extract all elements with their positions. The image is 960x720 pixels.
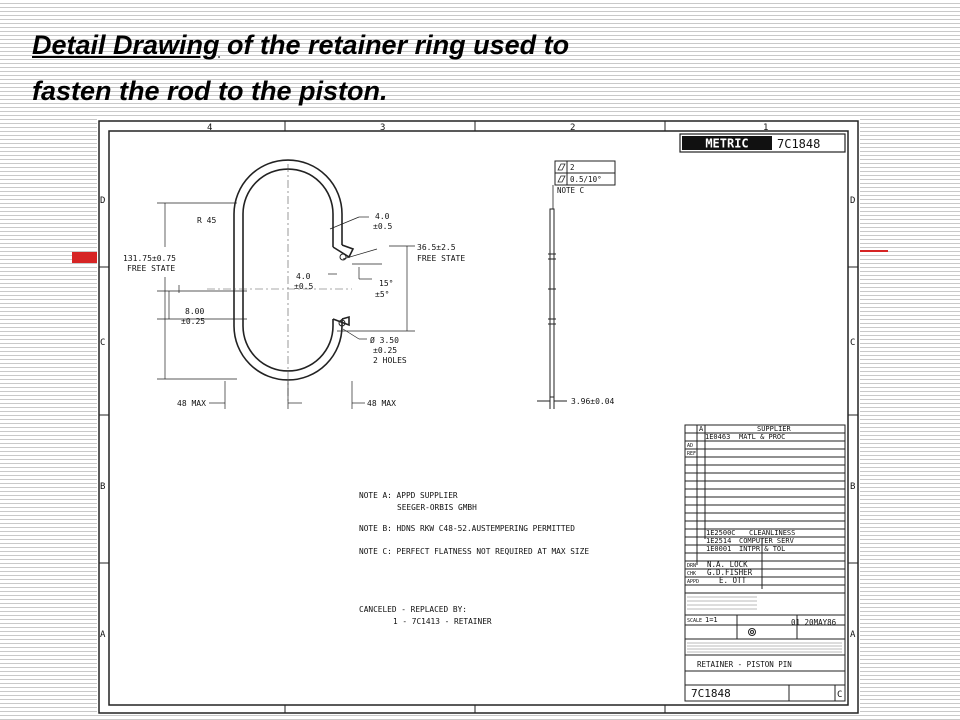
tb-ref-1-code: 1E2500C [706,529,736,537]
title-block-hatch [687,596,842,653]
border-letter: A [100,630,106,640]
retainer-ring-side-view [537,208,567,409]
tb-part-name: RETAINER - PISTON PIN [697,660,792,669]
tb-scale: 1=1 [705,616,718,624]
title-underlined: Detail Drawing [32,30,220,60]
metric-logo: METRIC [705,137,748,151]
canceled-line-1: CANCELED - REPLACED BY: [359,605,467,614]
engineering-drawing: 4 3 2 1 D C B A D C B A METRIC 7C1848 2 … [97,119,860,715]
dim-hole: Ø 3.50 [370,335,399,345]
dim-hole-tol: ±0.25 [373,346,397,355]
tb-mat-code: 1E0463 [705,433,730,441]
slide-title: Detail Drawing of the retainer ring used… [32,22,932,114]
dim-angle: 15° [379,279,393,288]
border-letter: B [100,482,105,492]
flatness-per-length: 0.5/10° [570,175,602,184]
ring-hole-lower [338,319,346,327]
tb-row-ref: REF [687,451,696,457]
dim-height-state: FREE STATE [127,264,175,273]
dim-gap-b: 4.0 [296,272,311,281]
metric-header-box [679,133,846,153]
note-a-line-2: SEEGER-ORBIS GMBH [397,503,477,512]
border-letter: D [100,196,105,206]
tb-row-ad: AD [687,443,693,449]
title-line-2: fasten the rod to the piston. [32,76,388,106]
dim-gap-a: 4.0 [375,212,390,221]
tb-appd: E. OTT [719,576,747,585]
flatness-control-box [554,160,616,186]
tb-supplier: SUPPLIER [757,425,792,433]
tb-drn: N.A. LOCK [707,560,748,569]
tb-ref-2: COMPUTER SERV [739,537,795,545]
tb-supplier-code: A [699,425,704,433]
note-a-line-1: NOTE A: APPD SUPPLIER [359,491,458,500]
flatness-note-ref: NOTE C [557,186,584,195]
border-number: 1 [763,123,768,133]
note-c: NOTE C: PERFECT FLATNESS NOT REQUIRED AT… [359,547,589,556]
red-accent-bar [72,252,102,263]
header-part-number: 7C1848 [777,137,820,151]
border-letter: C [100,338,105,348]
border-letter: D [850,196,855,206]
tb-scale-label: SCALE [687,618,702,624]
dim-opening-state: FREE STATE [417,254,465,263]
tb-drn-label: DRN [687,563,696,569]
border-number: 2 [570,123,575,133]
dim-lug: 8.00 [185,307,204,316]
border-letter: B [850,482,855,492]
border-letter: A [850,630,856,640]
title-line-1: Detail Drawing of the retainer ring used… [32,22,932,68]
tb-appd-label: APPD [687,579,699,585]
tb-mat: MATL & PROC [739,433,785,441]
dim-radius: R 45 [197,216,216,225]
dim-width-right: 48 MAX [367,399,396,408]
dim-thickness: 3.96±0.04 [571,397,615,406]
border-number: 3 [380,123,385,133]
tb-ref-3-code: 1E0001 [706,545,731,553]
tb-ref-1: CLEANLINESS [749,529,795,537]
note-b: NOTE B: HDNS RKW C48-52.AUSTEMPERING PER… [359,524,575,533]
flatness-value: 2 [570,163,575,172]
title-line-1-rest: of the retainer ring used to [219,30,570,60]
ring-hole-upper [339,253,347,261]
inner-border [108,130,849,706]
retainer-ring-outline [233,159,355,381]
tb-date: 01 20MAY86 [791,618,837,627]
dim-gap-a-tol: ±0.5 [373,222,392,231]
drawing-canvas: 4 3 2 1 D C B A D C B A METRIC 7C1848 2 … [98,120,859,714]
border-ticks [99,121,858,713]
dim-width-left: 48 MAX [177,399,206,408]
canceled-line-2: 1 - 7C1413 - RETAINER [393,617,492,626]
dimension-lines [157,202,415,409]
tb-sheet-code: C [837,690,842,700]
dim-gap-b-tol: ±0.5 [294,282,313,291]
outer-border [98,120,859,714]
tb-number: 7C1848 [691,687,731,700]
dim-hole-count: 2 HOLES [373,356,407,365]
centerlines [207,164,352,404]
tb-ref-2-code: 1E2514 [706,537,731,545]
tb-chk: G.D.FISHER [707,568,753,577]
border-number: 4 [207,123,212,133]
dim-lug-tol: ±0.25 [181,317,205,326]
dim-height: 131.75±0.75 [123,254,176,263]
title-block [684,424,846,702]
tb-chk-label: CHK [687,571,696,577]
tb-ref-3: INTPR & TOL [739,545,785,553]
red-accent-line [858,250,888,252]
dim-angle-tol: ±5° [375,290,389,299]
border-letter: C [850,338,855,348]
dim-opening: 36.5±2.5 [417,243,456,252]
metric-logo-plate [682,136,772,150]
